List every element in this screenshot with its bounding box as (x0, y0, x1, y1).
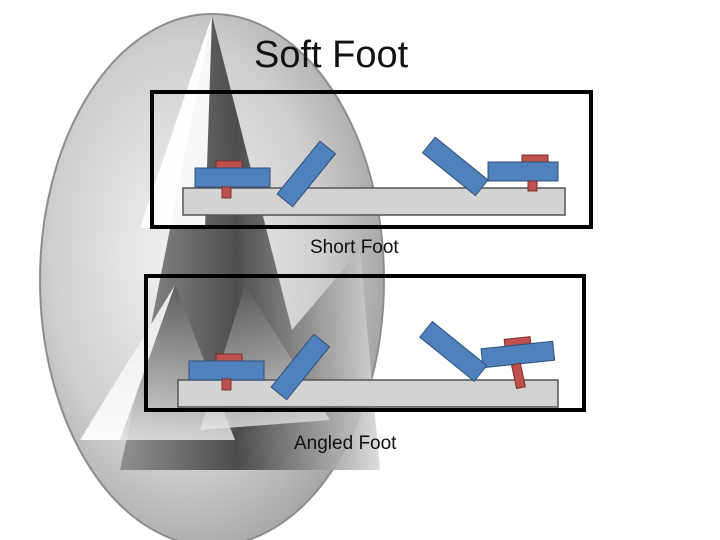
panel-frame (144, 274, 586, 412)
shim (215, 353, 243, 362)
machine-foot-leg (276, 140, 337, 208)
panel-short-foot (150, 90, 593, 229)
page-title: Soft Foot (254, 34, 409, 76)
shim (521, 154, 549, 163)
panel-angled-foot (144, 274, 586, 412)
bolt (221, 378, 232, 391)
bolt (510, 362, 526, 390)
panel-caption-angled-foot: Angled Foot (294, 433, 397, 454)
logo-snow-slash-lower (80, 285, 175, 440)
machine-foot-leg (421, 136, 489, 197)
machine-foot (487, 161, 559, 182)
base-plate (182, 187, 566, 216)
shim (215, 160, 243, 169)
bolt (527, 180, 538, 192)
machine-foot (188, 360, 265, 381)
panel-caption-short-foot: Short Foot (310, 237, 399, 258)
machine-foot-leg (270, 333, 331, 401)
machine-foot (194, 167, 271, 188)
bolt (221, 186, 232, 199)
base-plate (177, 379, 559, 408)
panel-frame (150, 90, 593, 229)
logo-snow-slash (140, 16, 212, 228)
machine-foot-leg (419, 320, 488, 382)
